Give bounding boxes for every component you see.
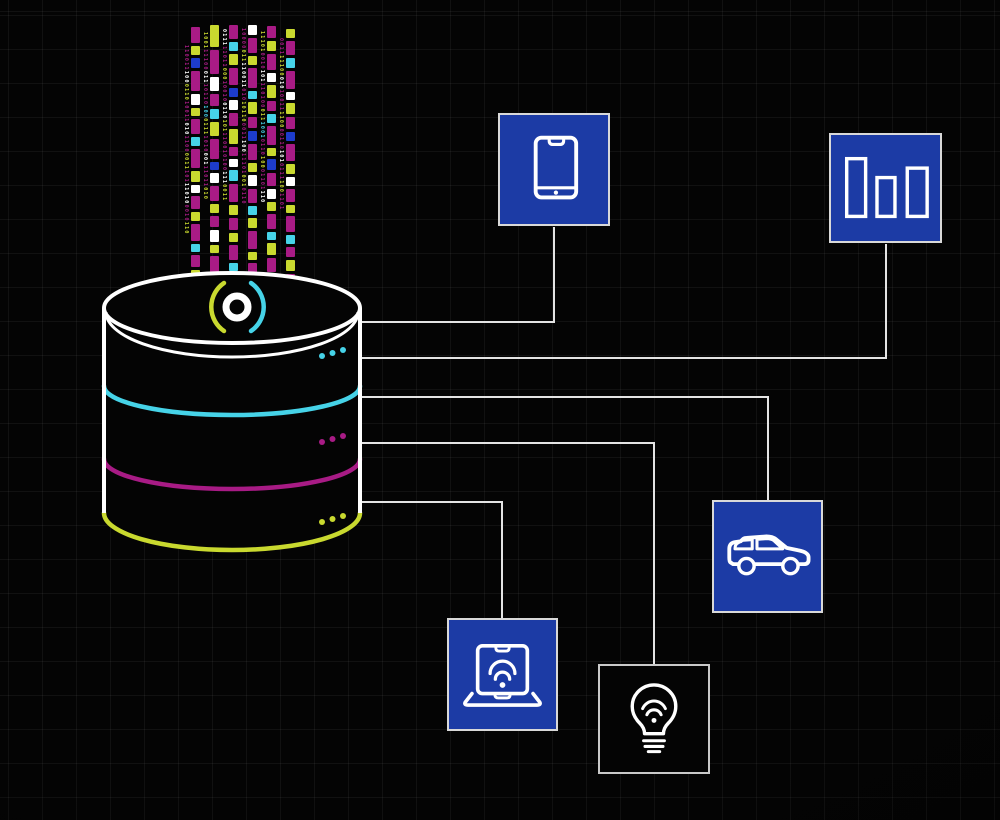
cyan-ring [101, 383, 363, 418]
stream-column [267, 26, 276, 277]
stream-column: 1000001111001101010110001110011101001011… [240, 28, 246, 205]
database-cylinder [101, 271, 363, 553]
stream-column: 100111100011101101000111101000111011010 [202, 32, 208, 201]
bar-chart-tile [829, 133, 942, 243]
led-dots-yellow [319, 513, 346, 525]
connector-smartphone [358, 227, 555, 323]
led-dots-magenta [319, 433, 346, 445]
laptop-tile [447, 618, 558, 731]
cylinder-top-inner-rim [104, 311, 360, 359]
stream-column: 1110100101011101000111001011010001101110 [259, 31, 265, 204]
stream-column [248, 25, 257, 277]
stream-column: 1100111000110100110101100001110111010001… [183, 45, 189, 235]
connector-car [358, 396, 769, 501]
yellow-bottom-ring [101, 510, 363, 553]
stream-column [210, 25, 219, 277]
laptop-wifi-icon [463, 644, 542, 707]
stream-column: 0111110110001001001101011100101001110011 [221, 29, 227, 202]
led-dots-cyan [319, 347, 346, 359]
smart-bulb-tile [598, 664, 710, 774]
stream-column [191, 27, 200, 277]
connector-smart-bulb [358, 442, 655, 665]
connector-bar-chart [358, 244, 887, 359]
cylinder-body [104, 308, 360, 550]
connector-laptop [358, 501, 503, 619]
smartphone-icon [533, 135, 579, 200]
aperture-ring-icon [209, 280, 266, 334]
cylinder-top [102, 271, 362, 345]
smartphone-tile [498, 113, 610, 226]
bar-chart-icon [844, 156, 929, 219]
connected-car-tile [712, 500, 823, 613]
magenta-ring [101, 456, 363, 492]
stream-column [229, 25, 238, 277]
connectors [358, 227, 887, 665]
smart-bulb-icon [630, 683, 678, 754]
stream-column [286, 29, 295, 277]
stream-column: 0011111000101001111000011010101111001101 [278, 38, 284, 211]
connected-car-icon [727, 534, 811, 576]
binary-data-stream: 1100111000110100110101100001110111010001… [183, 0, 297, 277]
